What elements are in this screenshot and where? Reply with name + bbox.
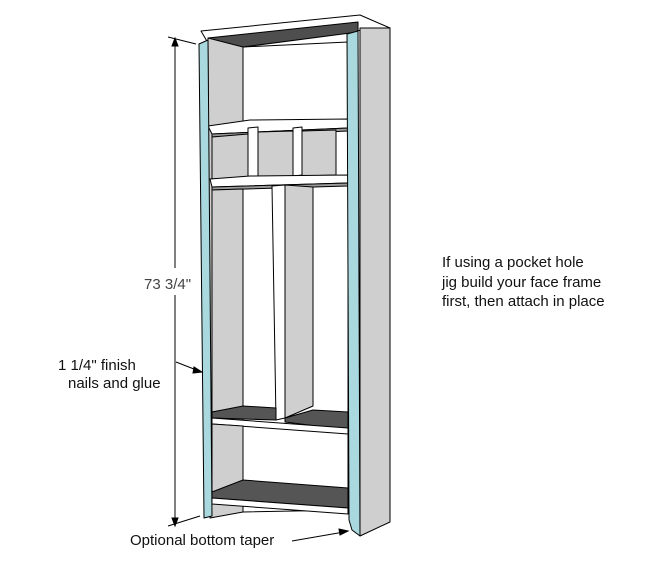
locker-divider-side [284, 184, 314, 419]
taper-leader [291, 528, 350, 542]
cubby-2-back [257, 130, 294, 178]
taper-leader-line [291, 531, 345, 542]
cubby-divider-1 [247, 126, 259, 178]
pocket-note-line2: jig build your face frame [441, 274, 601, 291]
taper-note: Optional bottom taper [130, 532, 274, 549]
nails-arrow-icon [192, 366, 204, 374]
dimension-tick-bottom [167, 515, 201, 527]
bench-shelf-front [211, 417, 349, 435]
dimension-tick-top [167, 36, 197, 45]
nails-leader [175, 361, 204, 374]
height-dimension [167, 36, 201, 528]
height-dimension-label: 73 3/4" [144, 276, 191, 293]
arrow-up-icon [171, 36, 179, 47]
nails-note-line1: 1 1/4" finish [58, 357, 136, 374]
nails-note-line2: nails and glue [68, 375, 161, 392]
pocket-note-line3: first, then attach in place [442, 293, 605, 310]
cubby-3-back [301, 129, 337, 177]
cabinet [198, 14, 391, 537]
bench-shelf-left [211, 405, 277, 421]
left-face-stile [198, 39, 213, 519]
taper-arrow-icon [338, 528, 350, 536]
bench-shelf-right [284, 409, 349, 431]
pocket-note-line1: If using a pocket hole [442, 254, 584, 271]
left-locker-side [211, 188, 244, 413]
right-side-panel [359, 27, 391, 537]
right-face-stile [346, 30, 361, 537]
arrow-down-icon [171, 517, 179, 528]
cubby-1-back [211, 133, 249, 180]
cubby-divider-2 [292, 126, 303, 177]
